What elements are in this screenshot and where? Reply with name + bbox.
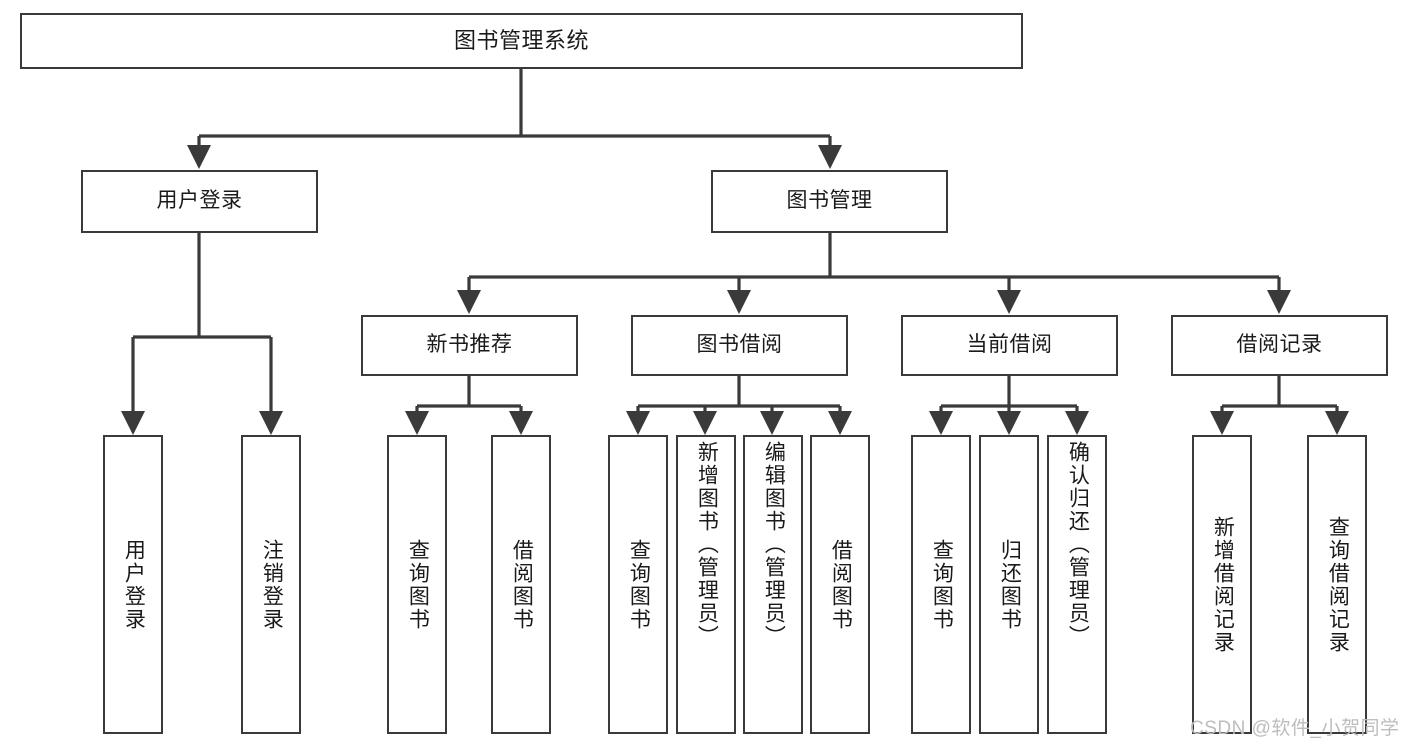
node-leaf-confirm-return[interactable]: 确认归还（管理员） bbox=[1047, 435, 1107, 734]
csdn-watermark: CSDN @软件_小贺同学 bbox=[1190, 718, 1400, 739]
node-label: 确认归还（管理员） bbox=[1066, 441, 1090, 648]
node-label: 图书管理系统 bbox=[453, 28, 589, 54]
node-leaf-query-book-3[interactable]: 查询图书 bbox=[911, 435, 971, 734]
node-leaf-edit-book[interactable]: 编辑图书（管理员） bbox=[743, 435, 803, 734]
node-borrow-record[interactable]: 借阅记录 bbox=[1171, 315, 1388, 376]
node-current-borrow[interactable]: 当前借阅 bbox=[901, 315, 1118, 376]
node-label: 借阅图书 bbox=[829, 538, 853, 631]
node-label: 新增借阅记录 bbox=[1211, 515, 1235, 654]
node-leaf-query-book-2[interactable]: 查询图书 bbox=[608, 435, 668, 734]
node-leaf-logout[interactable]: 注销登录 bbox=[241, 435, 301, 734]
node-label: 查询图书 bbox=[627, 538, 651, 631]
node-leaf-user-login[interactable]: 用户登录 bbox=[103, 435, 163, 734]
node-leaf-return-book[interactable]: 归还图书 bbox=[979, 435, 1039, 734]
node-label: 用户登录 bbox=[156, 189, 243, 213]
node-leaf-borrow-book-2[interactable]: 借阅图书 bbox=[810, 435, 870, 734]
node-leaf-borrow-book-1[interactable]: 借阅图书 bbox=[491, 435, 551, 734]
node-label: 归还图书 bbox=[998, 538, 1022, 631]
node-leaf-add-book[interactable]: 新增图书（管理员） bbox=[676, 435, 736, 734]
node-book-manage[interactable]: 图书管理 bbox=[711, 170, 948, 233]
node-book-borrow[interactable]: 图书借阅 bbox=[631, 315, 848, 376]
node-label: 查询图书 bbox=[406, 538, 430, 631]
node-leaf-query-book-1[interactable]: 查询图书 bbox=[387, 435, 447, 734]
node-label: 查询借阅记录 bbox=[1326, 515, 1350, 654]
node-label: 新增图书（管理员） bbox=[695, 441, 719, 648]
node-user-login[interactable]: 用户登录 bbox=[81, 170, 318, 233]
node-label: 注销登录 bbox=[260, 538, 284, 631]
node-label: 用户登录 bbox=[122, 538, 146, 631]
node-leaf-query-record[interactable]: 查询借阅记录 bbox=[1307, 435, 1367, 734]
node-leaf-add-record[interactable]: 新增借阅记录 bbox=[1192, 435, 1252, 734]
node-root-book-management-system[interactable]: 图书管理系统 bbox=[20, 13, 1023, 69]
node-label: 当前借阅 bbox=[966, 333, 1053, 357]
node-new-book-recommend[interactable]: 新书推荐 bbox=[361, 315, 578, 376]
node-label: 借阅图书 bbox=[510, 538, 534, 631]
node-label: 图书借阅 bbox=[696, 333, 783, 357]
node-label: 编辑图书（管理员） bbox=[762, 441, 786, 648]
node-label: 新书推荐 bbox=[426, 333, 513, 357]
node-label: 借阅记录 bbox=[1236, 333, 1323, 357]
node-label: 查询图书 bbox=[930, 538, 954, 631]
node-label: 图书管理 bbox=[786, 189, 873, 213]
